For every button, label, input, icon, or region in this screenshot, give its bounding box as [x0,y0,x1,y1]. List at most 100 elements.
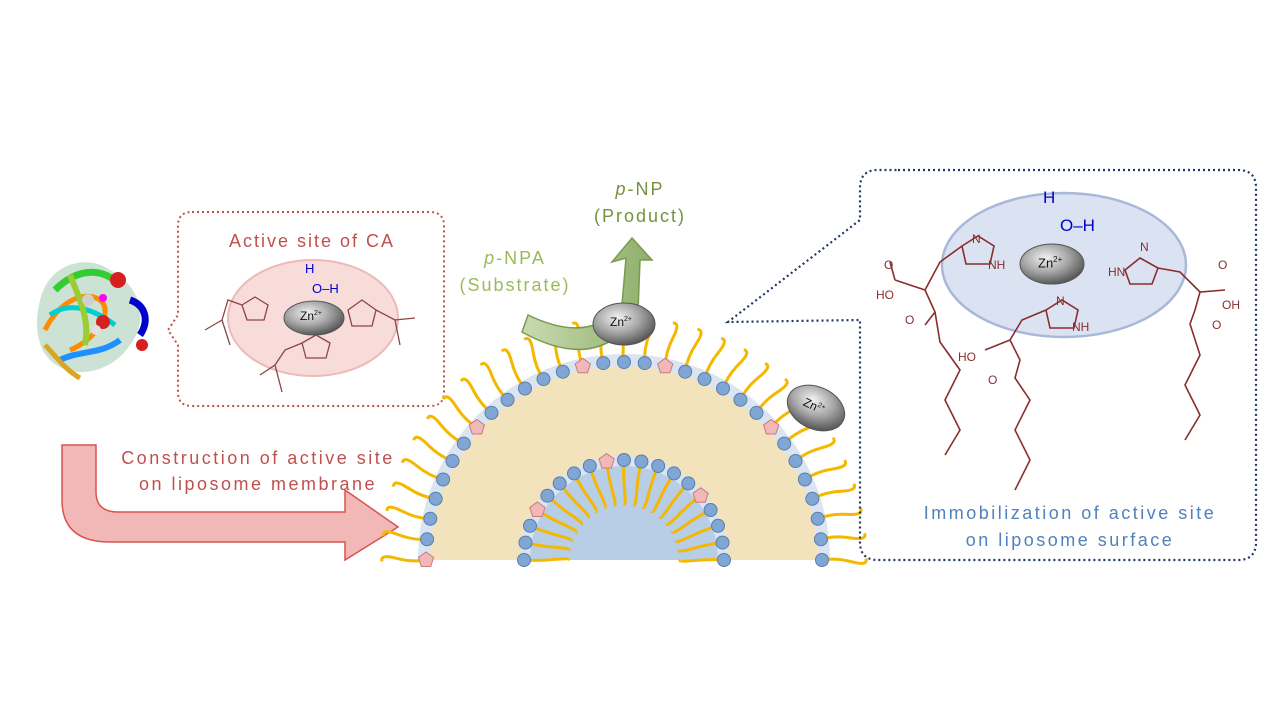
lipid-head [518,535,533,550]
lipid-tail [558,482,590,519]
modified-lipid-head [529,501,546,517]
surface-zinc-icon [592,302,656,346]
lipid-head [420,532,435,547]
substrate-role: (Substrate) [459,275,571,295]
imidazole-n-label: N [1056,294,1065,308]
lipid-tail [479,361,509,401]
lipid-tail [820,532,867,541]
lipid-head [518,381,532,396]
lipid-tail [525,541,571,552]
lipid-tail [529,524,574,543]
carbonyl-label: O [988,373,998,387]
lipid-head [651,459,666,473]
lipid-head [555,364,570,379]
lipid-tail [632,461,643,507]
imidazole-n-label: N [972,232,981,246]
immobilization-line-1: Immobilization of active site [923,503,1217,523]
lipid-head [582,459,597,473]
lipid-head [678,364,693,379]
lipid-head [716,381,730,396]
lipid-tail [605,461,617,507]
imidazole-nh-label: NH [988,258,1006,272]
lipid-head [484,405,499,420]
imidazole-hn-label: HN [1108,265,1126,279]
active-site-callout [166,211,445,407]
lipid-head [456,436,471,451]
lipid-head [536,372,551,387]
modified-lipid-head [657,357,674,374]
lipid-tail [658,482,690,519]
lipid-head [697,372,712,387]
lipid-head [423,511,438,526]
immobilization-caption: Immobilization of active site on liposom… [880,500,1260,554]
lipid-head [617,453,631,467]
lipid-tail [650,472,676,514]
lipid-tail [665,494,702,526]
lipid-head [813,532,828,547]
lipid-tail [500,348,527,390]
lipid-tail [755,377,789,414]
lipid-tail [683,327,703,372]
lipid-head [552,476,567,491]
lipid-tail [641,465,660,510]
lipid-tail [588,465,607,510]
lipid-tail [546,494,583,526]
carboxyl-label: HO [876,288,894,302]
modified-lipid-head [598,452,615,469]
immobilization-line-2: on liposome surface [965,530,1175,550]
zinc-ion-icon [283,300,345,336]
lipid-head [540,488,555,503]
lipid-tail [391,481,436,501]
lipid-head [523,518,537,533]
carbonyl-label: O [905,313,915,327]
construction-line-1: Construction of active site [121,448,395,468]
carbonyl-label: O [1212,318,1222,332]
lipid-tail [674,524,719,543]
lipid-head [634,454,649,469]
imidazole-n-label: N [1140,240,1149,254]
imidazole-ring-icon [301,334,331,359]
construction-arrow [61,444,400,562]
active-site-title: Active site of CA [228,231,396,251]
free-zinc-icon [786,384,846,432]
product-prefix: p [615,179,628,199]
zinc-label-immobilized: Zn2+ [1038,255,1063,271]
zinc-label-active: Zn2+ [300,309,322,323]
lipid-head [717,553,731,567]
lipid-head [500,392,515,407]
imidazole-nh-label: NH [1072,320,1090,334]
lipid-head [815,553,829,567]
lipid-tail [794,436,836,463]
imidazole-ring-icon [347,299,377,327]
lipid-tail [523,557,570,562]
lipid-head [428,491,443,506]
lipid-head [715,535,730,550]
lipid-head [445,454,460,468]
modified-lipid-head [762,418,780,435]
immobilized-site-callout [724,168,1258,562]
lipid-tail [459,377,493,415]
lipid-head [567,466,581,481]
lipid-head [637,356,652,371]
carbonic-anhydrase-protein-icon [37,262,149,381]
modified-lipid-head [468,418,486,435]
lipid-tail [804,459,848,481]
liposome-bilayer [380,316,868,567]
imidazole-ring-icon [241,296,269,321]
construction-line-2: on liposome membrane [138,474,378,494]
lipid-tail [703,336,726,380]
water-h-immobilized: H [1043,188,1056,207]
product-label: p-NP (Product) [570,176,710,230]
lipid-tail [425,414,465,445]
lipid-head [797,472,812,487]
lipid-head [667,466,681,481]
lipid-head [711,518,725,533]
acid-label: OH [1222,298,1240,312]
lipid-tail [678,558,725,563]
substrate-name: -NPA [496,248,546,268]
lipid-tail [381,530,428,541]
lipid-head [703,503,718,517]
water-oh-immobilized: O–H [1060,216,1095,235]
immobilized-zinc-icon [1019,243,1085,285]
